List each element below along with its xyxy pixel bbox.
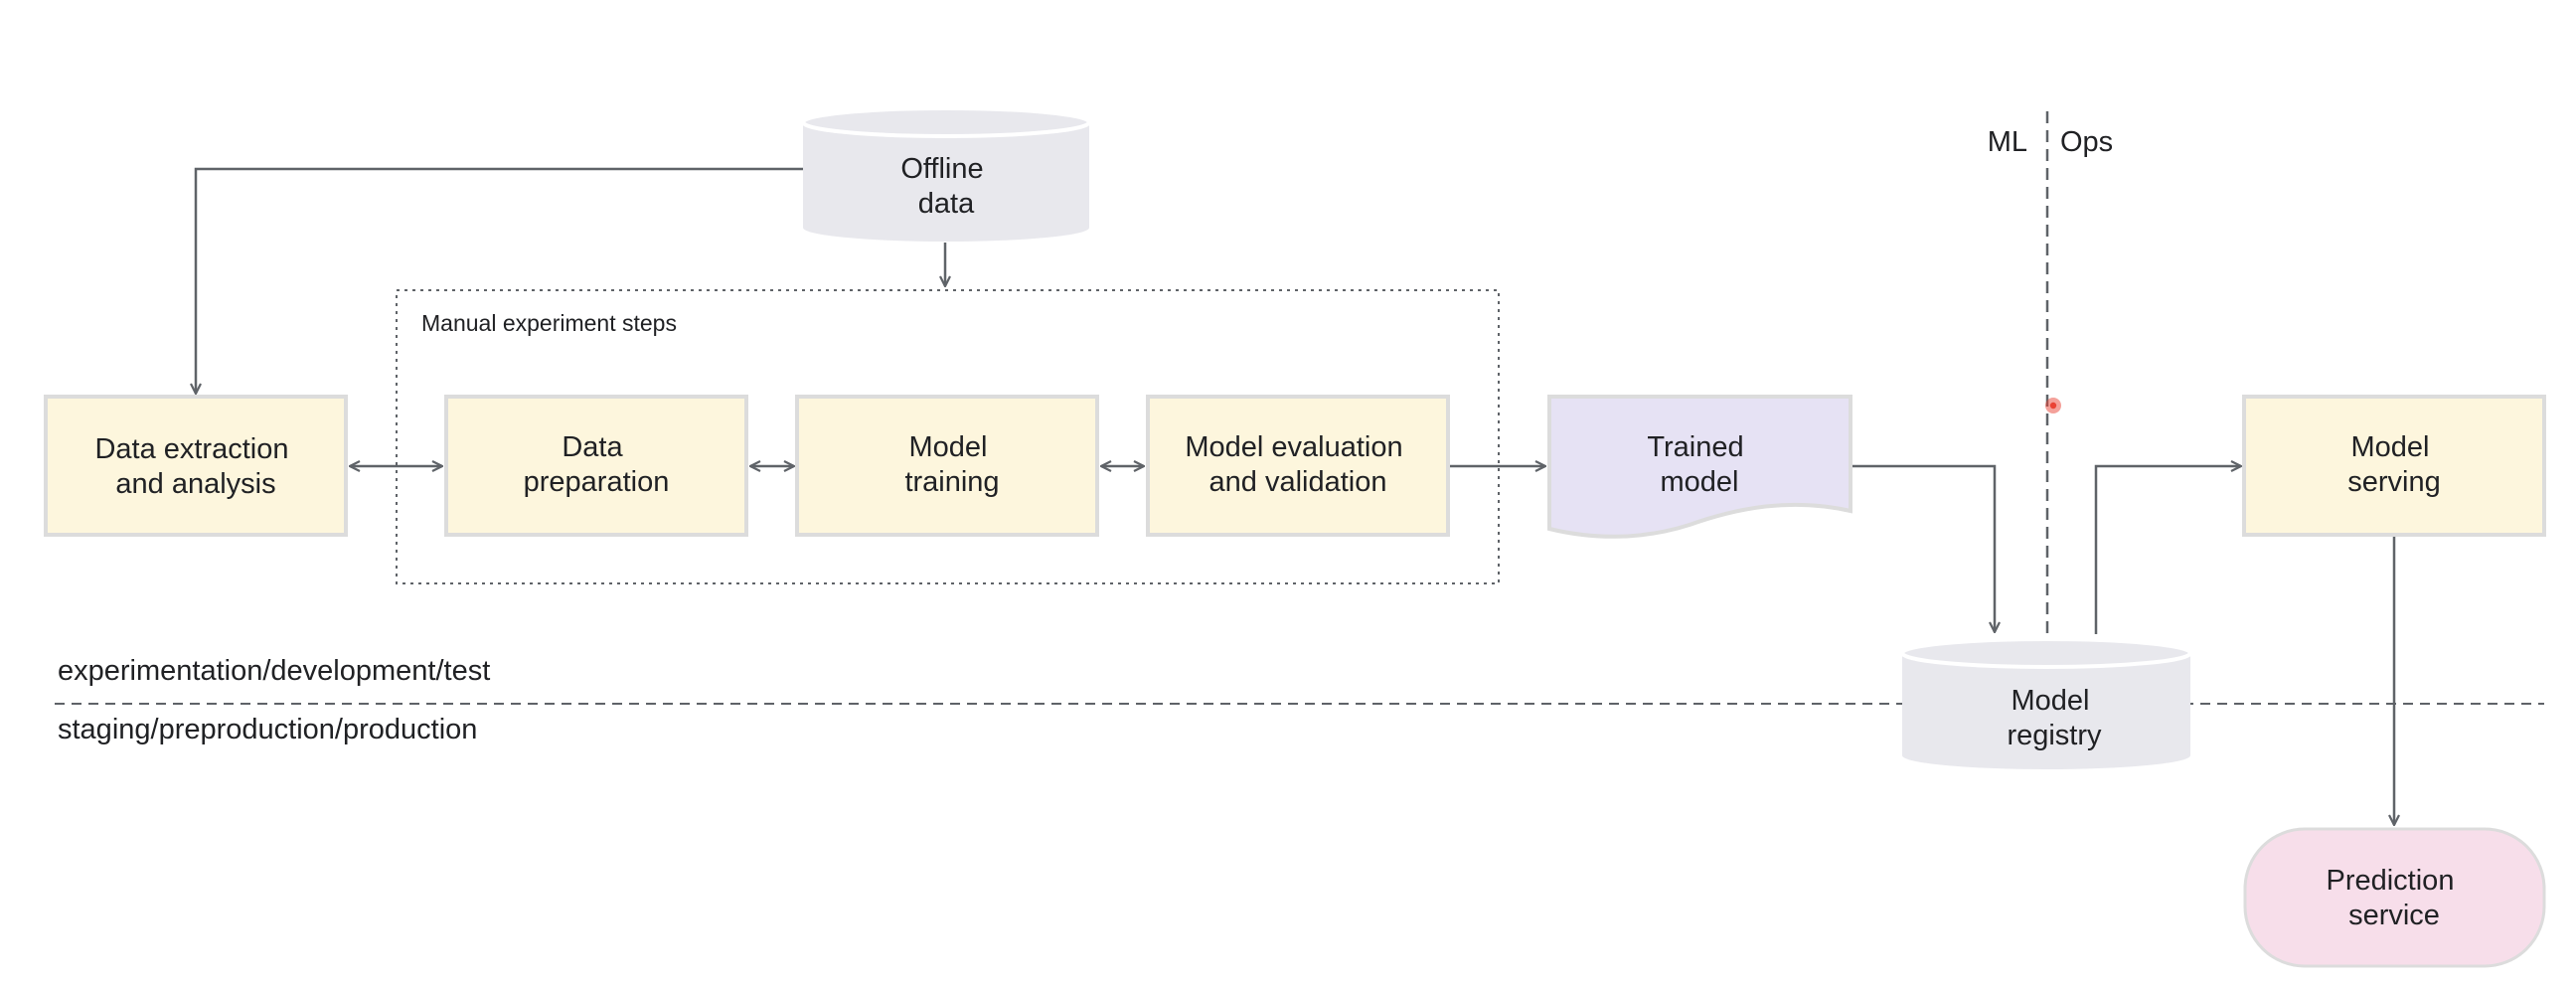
model-registry-label-line2: registry	[2007, 720, 2102, 751]
svg-text:Model serving: Model serving	[2347, 431, 2441, 498]
data-preparation-label-line1: Data	[562, 431, 623, 463]
data-preparation-node: Data preparation	[444, 395, 748, 537]
svg-text:Trained model: Trained model	[1647, 431, 1751, 498]
model-training-label-line2: training	[904, 466, 999, 498]
connector-registry-serving	[2094, 466, 2241, 634]
svg-text:Model training: Model training	[904, 431, 999, 498]
data-extraction-label-line1: Data extraction	[94, 433, 288, 465]
prediction-service-label-line1: Prediction	[2326, 865, 2454, 897]
svg-text:Offline data: Offline data	[900, 153, 991, 220]
manual-experiment-group	[396, 289, 1500, 584]
data-extraction-node: Data extraction and analysis	[44, 395, 348, 537]
environment-label-lower: staging/preproduction/production	[58, 714, 477, 745]
group-label: Manual experiment steps	[421, 310, 677, 336]
model-registry-label-line1: Model	[2011, 685, 2089, 717]
ops-label: Ops	[2060, 126, 2113, 158]
offline-data-label-line2: data	[918, 188, 975, 220]
trained-model-node: Trained model	[1547, 395, 1852, 539]
model-serving-label-line1: Model	[2350, 431, 2429, 463]
offline-data-label-line1: Offline	[900, 153, 983, 185]
ml-label: ML	[1988, 126, 2027, 158]
connector-offline-to-extraction	[196, 167, 803, 394]
model-evaluation-node: Model evaluation and validation	[1146, 395, 1450, 537]
trained-model-label-line2: model	[1661, 466, 1739, 498]
svg-text:Model evaluation and val: Model evaluation and validation	[1185, 431, 1410, 498]
model-serving-node: Model serving	[2242, 395, 2546, 537]
prediction-service-node: Prediction service	[2243, 827, 2546, 968]
svg-text:Model registry: Model registry	[2007, 685, 2102, 751]
model-registry-node: Model registry	[1900, 637, 2192, 769]
data-preparation-label-line2: preparation	[524, 466, 670, 498]
environment-label-upper: experimentation/development/test	[58, 655, 490, 687]
svg-text:Data extraction and anal: Data extraction and analysis	[94, 433, 296, 500]
model-evaluation-label-line1: Model evaluation	[1185, 431, 1402, 463]
svg-text:Prediction service: Prediction service	[2326, 865, 2462, 931]
cursor-marker	[2045, 398, 2061, 413]
trained-model-label-line1: Trained	[1647, 431, 1743, 463]
model-training-label-line1: Model	[908, 431, 987, 463]
prediction-service-label-line2: service	[2348, 900, 2440, 931]
svg-text:Data preparation: Data preparation	[524, 431, 670, 498]
data-extraction-label-line2: and analysis	[115, 468, 275, 500]
connector-trained-model-registry	[1852, 464, 1995, 632]
model-training-node: Model training	[795, 395, 1099, 537]
model-evaluation-label-line2: and validation	[1209, 466, 1387, 498]
offline-data-node: Offline data	[801, 106, 1091, 242]
model-serving-label-line2: serving	[2347, 466, 2441, 498]
